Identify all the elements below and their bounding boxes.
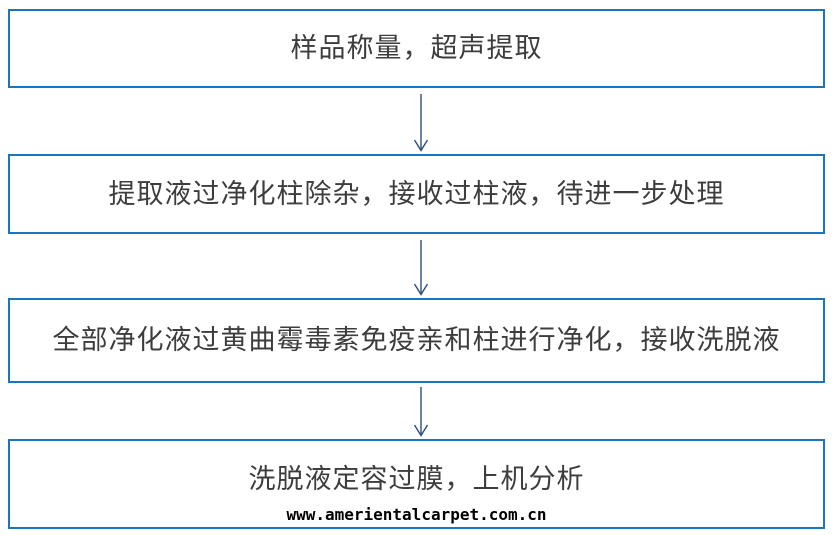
down-arrow-icon: [413, 240, 429, 296]
down-arrow-icon: [413, 94, 429, 152]
flow-step-2-label: 提取液过净化柱除杂，接收过柱液，待进一步处理: [108, 178, 725, 209]
watermark-text: www.amerientalcarpet.com.cn: [286, 505, 547, 524]
flow-step-3-label: 全部净化液过黄曲霉毒素免疫亲和柱进行净化，接收洗脱液: [52, 325, 781, 356]
flow-step-3: 全部净化液过黄曲霉毒素免疫亲和柱进行净化，接收洗脱液: [8, 298, 825, 383]
flow-step-4-label: 洗脱液定容过膜，上机分析: [248, 463, 585, 494]
down-arrow-icon: [413, 387, 429, 437]
flow-step-1-label: 样品称量，超声提取: [290, 33, 543, 64]
flow-step-2: 提取液过净化柱除杂，接收过柱液，待进一步处理: [8, 154, 825, 234]
flow-step-4: 洗脱液定容过膜，上机分析 www.amerientalcarpet.com.cn: [8, 439, 825, 529]
flow-step-1: 样品称量，超声提取: [8, 9, 825, 88]
